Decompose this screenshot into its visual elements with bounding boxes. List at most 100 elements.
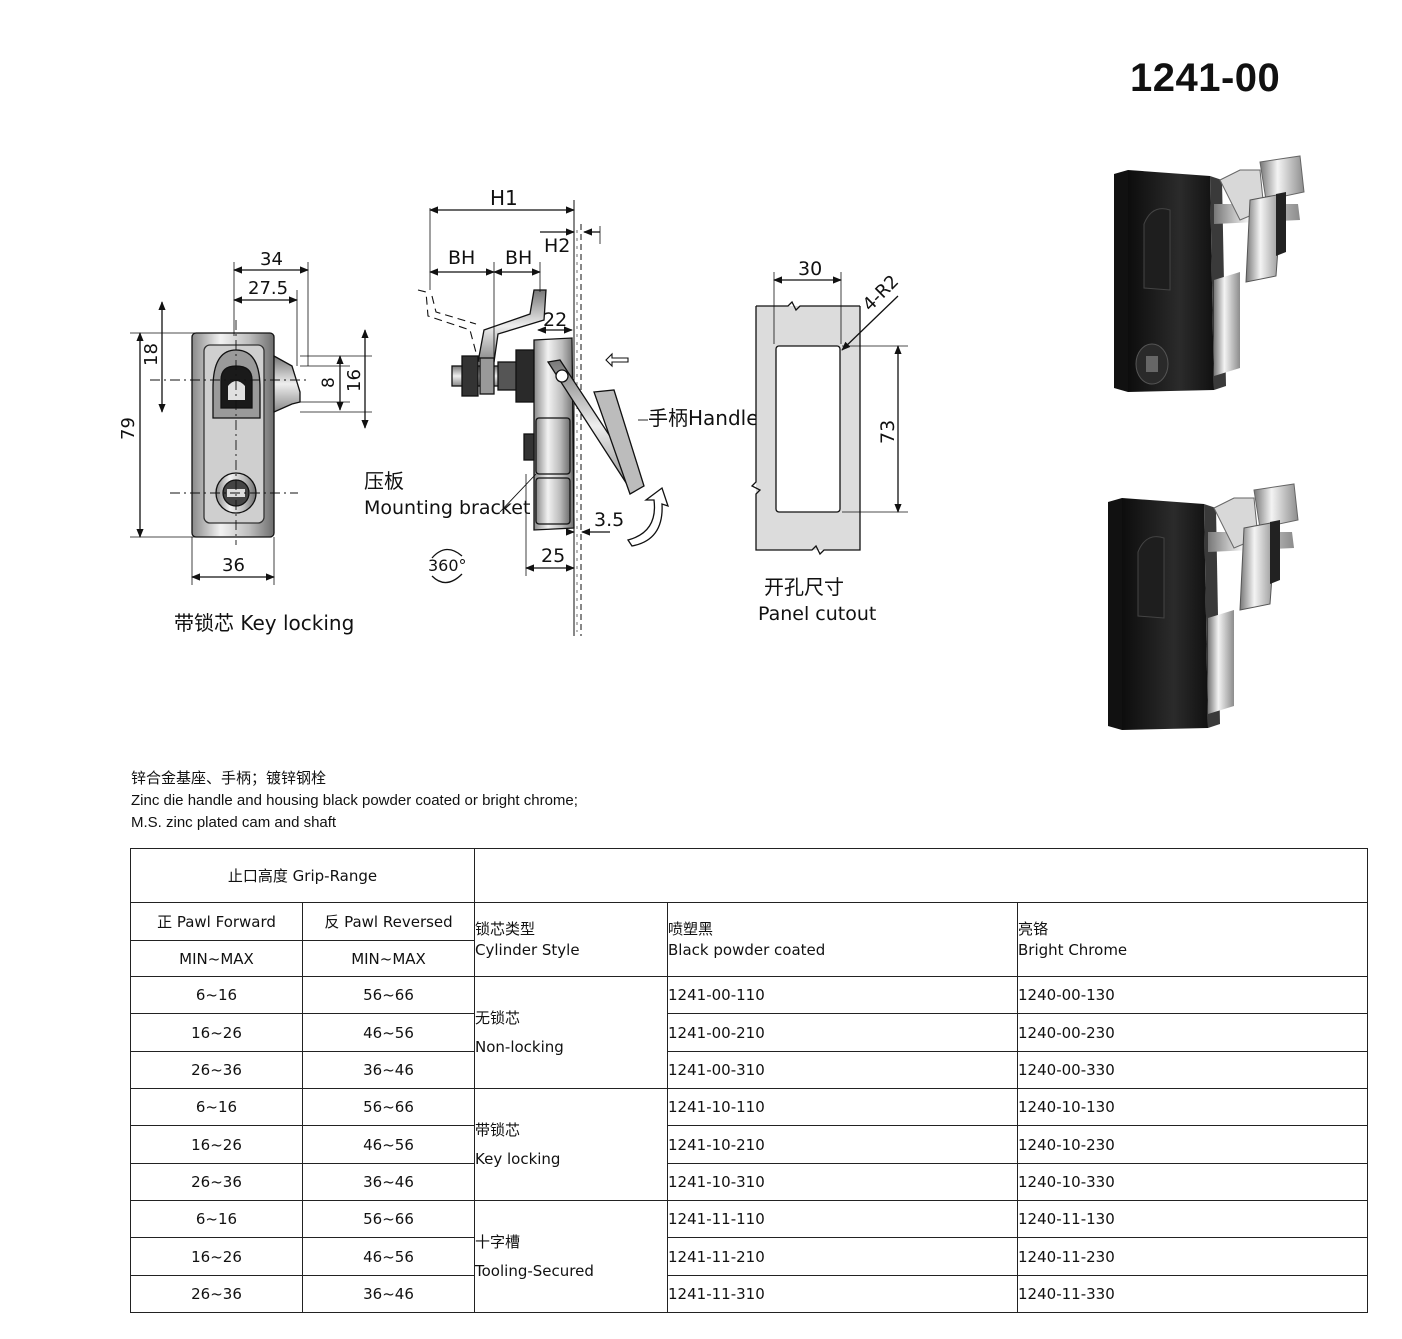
chrome-part-number-cell: 1240-00-130 — [1017, 976, 1369, 1014]
dim-8: 8 — [319, 377, 339, 388]
grip-reversed-cell: 36~46 — [301, 1163, 476, 1201]
material-line-cn: 锌合金基座、手柄；镀锌钢栓 — [131, 770, 327, 787]
handle-label: 手柄Handle — [648, 406, 759, 430]
dim-h1: H1 — [490, 186, 518, 210]
chrome-part-number-cell: 1240-11-230 — [1017, 1237, 1369, 1276]
black-part-number-cell: 1241-10-310 — [667, 1163, 1019, 1201]
header-blank — [474, 848, 1369, 903]
dim-h2: H2 — [544, 235, 570, 257]
product-code-title: 1241-00 — [1130, 56, 1281, 100]
dim-3-5: 3.5 — [594, 509, 624, 531]
bracket-label-en: Mounting bracket — [364, 497, 530, 519]
dim-36: 36 — [222, 555, 245, 576]
black-part-number-cell: 1241-11-110 — [667, 1200, 1019, 1238]
grip-reversed-cell: 56~66 — [301, 1088, 476, 1126]
grip-forward-cell: 6~16 — [130, 1200, 303, 1238]
chrome-part-number-cell: 1240-00-230 — [1017, 1013, 1369, 1052]
technical-drawings: 34 27.5 79 18 8 16 36 带锁芯 Key locking — [118, 186, 908, 636]
pawl-forward-header: 正 Pawl Forward — [130, 902, 303, 941]
grip-forward-cell: 26~36 — [130, 1051, 303, 1089]
cylinder-style-en: Tooling-Secured — [475, 1261, 594, 1280]
key-locking-caption: 带锁芯 Key locking — [174, 611, 354, 635]
grip-forward-cell: 6~16 — [130, 976, 303, 1014]
product-photo-key-locking — [1114, 155, 1305, 392]
grip-forward-cell: 16~26 — [130, 1125, 303, 1164]
black-part-number-cell: 1241-11-210 — [667, 1237, 1019, 1276]
pawl-reversed-header: 反 Pawl Reversed — [301, 902, 476, 941]
dim-bh-2: BH — [505, 247, 532, 269]
grip-reversed-cell: 36~46 — [301, 1275, 476, 1313]
cylinder-style-en: Non-locking — [475, 1037, 564, 1056]
cutout-caption-en: Panel cutout — [758, 603, 876, 625]
dim-22: 22 — [543, 309, 567, 331]
dim-73: 73 — [877, 420, 899, 444]
grip-reversed-cell: 36~46 — [301, 1051, 476, 1089]
dim-34: 34 — [260, 249, 283, 270]
cylinder-style-cell: 带锁芯 Key locking — [474, 1088, 669, 1201]
chrome-part-number-cell: 1240-10-130 — [1017, 1088, 1369, 1126]
black-part-number-cell: 1241-00-110 — [667, 976, 1019, 1014]
product-photo-non-locking — [1108, 483, 1299, 730]
dim-25: 25 — [541, 545, 565, 567]
minmax-forward: MIN~MAX — [130, 940, 303, 977]
front-view — [130, 262, 372, 585]
black-part-number-cell: 1241-10-110 — [667, 1088, 1019, 1126]
dim-4-r2: 4-R2 — [859, 271, 903, 315]
black-part-number-cell: 1241-00-210 — [667, 1013, 1019, 1052]
rotation-360-icon: 360° — [428, 556, 467, 575]
grip-reversed-cell: 56~66 — [301, 1200, 476, 1238]
dim-30: 30 — [798, 258, 822, 280]
product-photos — [1108, 155, 1305, 730]
material-line-en-2: M.S. zinc plated cam and shaft — [131, 814, 337, 831]
cutout-caption-cn: 开孔尺寸 — [764, 575, 844, 599]
grip-reversed-cell: 46~56 — [301, 1013, 476, 1052]
grip-forward-cell: 26~36 — [130, 1163, 303, 1201]
cylinder-style-cn: 带锁芯 — [475, 1120, 521, 1139]
material-description: 锌合金基座、手柄；镀锌钢栓 Zinc die handle and housin… — [131, 768, 578, 834]
black-part-number-cell: 1241-10-210 — [667, 1125, 1019, 1164]
spec-table: 止口高度 Grip-Range 正 Pawl Forward 反 Pawl Re… — [129, 848, 1369, 1313]
dim-18: 18 — [141, 343, 162, 366]
grip-forward-cell: 26~36 — [130, 1275, 303, 1313]
panel-cutout — [750, 272, 908, 556]
chrome-part-number-cell: 1240-10-230 — [1017, 1125, 1369, 1164]
minmax-reversed: MIN~MAX — [301, 940, 476, 977]
grip-reversed-cell: 46~56 — [301, 1125, 476, 1164]
chrome-part-number-cell: 1240-11-330 — [1017, 1275, 1369, 1313]
black-part-number-cell: 1241-00-310 — [667, 1051, 1019, 1089]
chrome-part-number-cell: 1240-00-330 — [1017, 1051, 1369, 1089]
grip-reversed-cell: 56~66 — [301, 976, 476, 1014]
black-part-number-cell: 1241-11-310 — [667, 1275, 1019, 1313]
cylinder-style-en: Key locking — [475, 1149, 561, 1168]
grip-reversed-cell: 46~56 — [301, 1237, 476, 1276]
material-line-en-1: Zinc die handle and housing black powder… — [131, 792, 578, 809]
grip-forward-cell: 6~16 — [130, 1088, 303, 1126]
grip-forward-cell: 16~26 — [130, 1013, 303, 1052]
grip-forward-cell: 16~26 — [130, 1237, 303, 1276]
grip-range-header: 止口高度 Grip-Range — [129, 848, 476, 903]
bracket-label-cn: 压板 — [364, 469, 404, 493]
cylinder-style-cn: 十字槽 — [475, 1232, 521, 1251]
dim-27-5: 27.5 — [248, 278, 288, 299]
dim-16: 16 — [344, 369, 365, 392]
chrome-part-number-cell: 1240-10-330 — [1017, 1163, 1369, 1201]
side-view — [417, 200, 670, 636]
cylinder-style-cell: 无锁芯 Non-locking — [474, 976, 669, 1089]
cylinder-style-cell: 十字槽 Tooling-Secured — [474, 1200, 669, 1313]
dim-bh-1: BH — [448, 247, 475, 269]
cylinder-style-cn: 无锁芯 — [475, 1008, 521, 1027]
dim-79: 79 — [118, 417, 139, 440]
chrome-part-number-cell: 1240-11-130 — [1017, 1200, 1369, 1238]
